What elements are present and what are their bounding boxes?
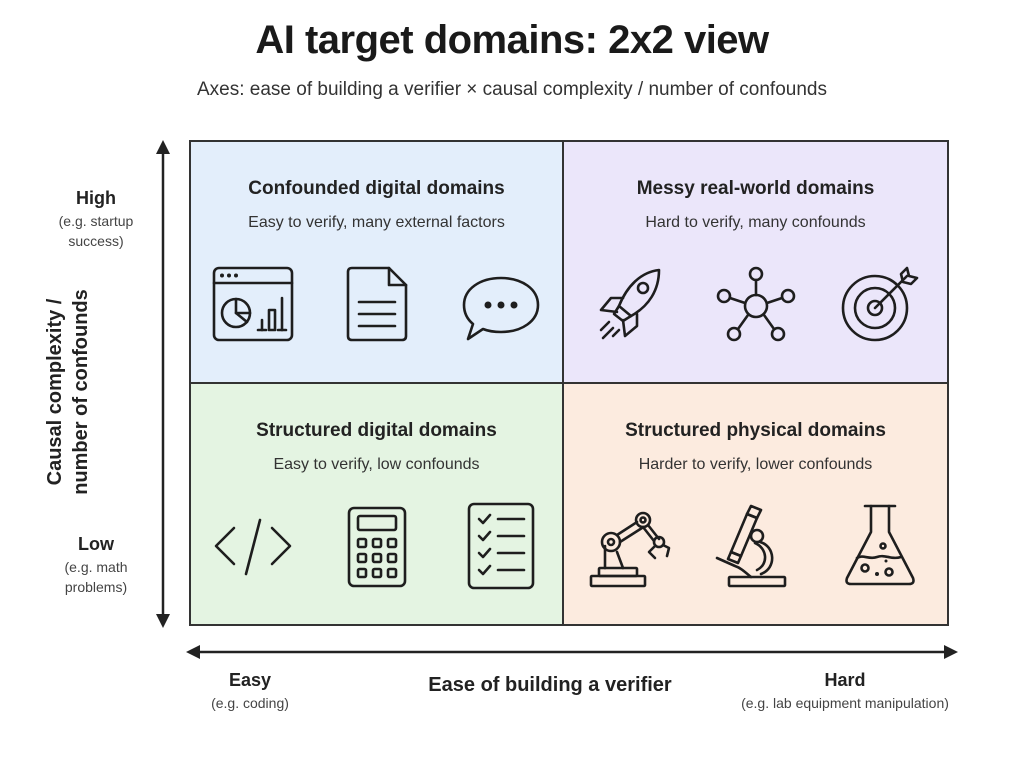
page-title: AI target domains: 2x2 view <box>255 18 769 62</box>
x-easy-text: Easy <box>228 670 272 690</box>
flask-icon <box>835 502 925 590</box>
quadrant-messy-real-world: Messy real-world domains Hard to verify,… <box>564 142 947 384</box>
quadrant-grid: Confounded digital domains Easy to verif… <box>189 140 949 626</box>
quadrant-description: Hard to verify, many confounds <box>645 214 866 231</box>
y-high-example-line1: (e.g. startup <box>58 213 134 229</box>
robot-arm-icon <box>587 502 677 590</box>
y-low-text: Low <box>78 534 114 554</box>
y-high-example-line2: success) <box>68 233 124 249</box>
quadrant-description: Harder to verify, lower confounds <box>638 456 873 473</box>
microscope-icon <box>711 502 801 590</box>
code-icon <box>208 502 298 590</box>
y-axis-title-line1: Causal complexity / <box>44 298 66 486</box>
target-icon <box>835 260 925 348</box>
quadrant-title: Messy real-world domains <box>636 178 875 199</box>
y-axis-low-label: Low (e.g. math problems) <box>40 534 152 597</box>
quadrant-confounded-digital: Confounded digital domains Easy to verif… <box>191 142 564 384</box>
y-axis-arrow <box>156 140 170 628</box>
quadrant-title: Structured digital domains <box>256 420 497 441</box>
x-axis-title: Ease of building a verifier <box>428 674 672 696</box>
network-hub-icon <box>711 260 801 348</box>
quadrant-description: Easy to verify, low confounds <box>273 456 480 473</box>
quadrant-title: Confounded digital domains <box>248 178 505 199</box>
calculator-icon <box>332 502 422 590</box>
document-icon <box>332 260 422 348</box>
quadrant-icons <box>564 260 947 348</box>
x-axis-arrow <box>186 645 958 659</box>
quadrant-structured-physical: Structured physical domains Harder to ve… <box>564 384 947 624</box>
y-low-example: (e.g. math problems) <box>40 557 152 597</box>
quadrant-icons <box>191 502 562 590</box>
y-low-example-line1: (e.g. math <box>64 559 128 575</box>
x-hard-text: Hard <box>824 670 866 690</box>
dashboard-analytics-icon <box>208 260 298 348</box>
x-axis-easy-label: Easy (e.g. coding) <box>185 670 315 713</box>
y-axis-high-label: High (e.g. startup success) <box>40 188 152 251</box>
quadrant-description: Easy to verify, many external factors <box>248 214 505 231</box>
y-high-example: (e.g. startup success) <box>40 211 152 251</box>
page-subtitle: Axes: ease of building a verifier × caus… <box>197 79 827 100</box>
quadrant-title: Structured physical domains <box>625 420 886 441</box>
rocket-icon <box>587 260 677 348</box>
x-hard-example: (e.g. lab equipment manipulation) <box>741 695 949 711</box>
y-axis-title-line2: number of confounds <box>70 289 92 495</box>
x-easy-example: (e.g. coding) <box>211 695 289 711</box>
checklist-icon <box>456 502 546 590</box>
chat-bubble-icon <box>456 260 546 348</box>
x-axis-hard-label: Hard (e.g. lab equipment manipulation) <box>720 670 970 713</box>
quadrant-icons <box>191 260 562 348</box>
y-high-text: High <box>76 188 116 208</box>
quadrant-structured-digital: Structured digital domains Easy to verif… <box>191 384 564 624</box>
quadrant-icons <box>564 502 947 590</box>
y-axis-title: Causal complexity / number of confounds <box>42 192 94 592</box>
y-low-example-line2: problems) <box>64 579 128 595</box>
